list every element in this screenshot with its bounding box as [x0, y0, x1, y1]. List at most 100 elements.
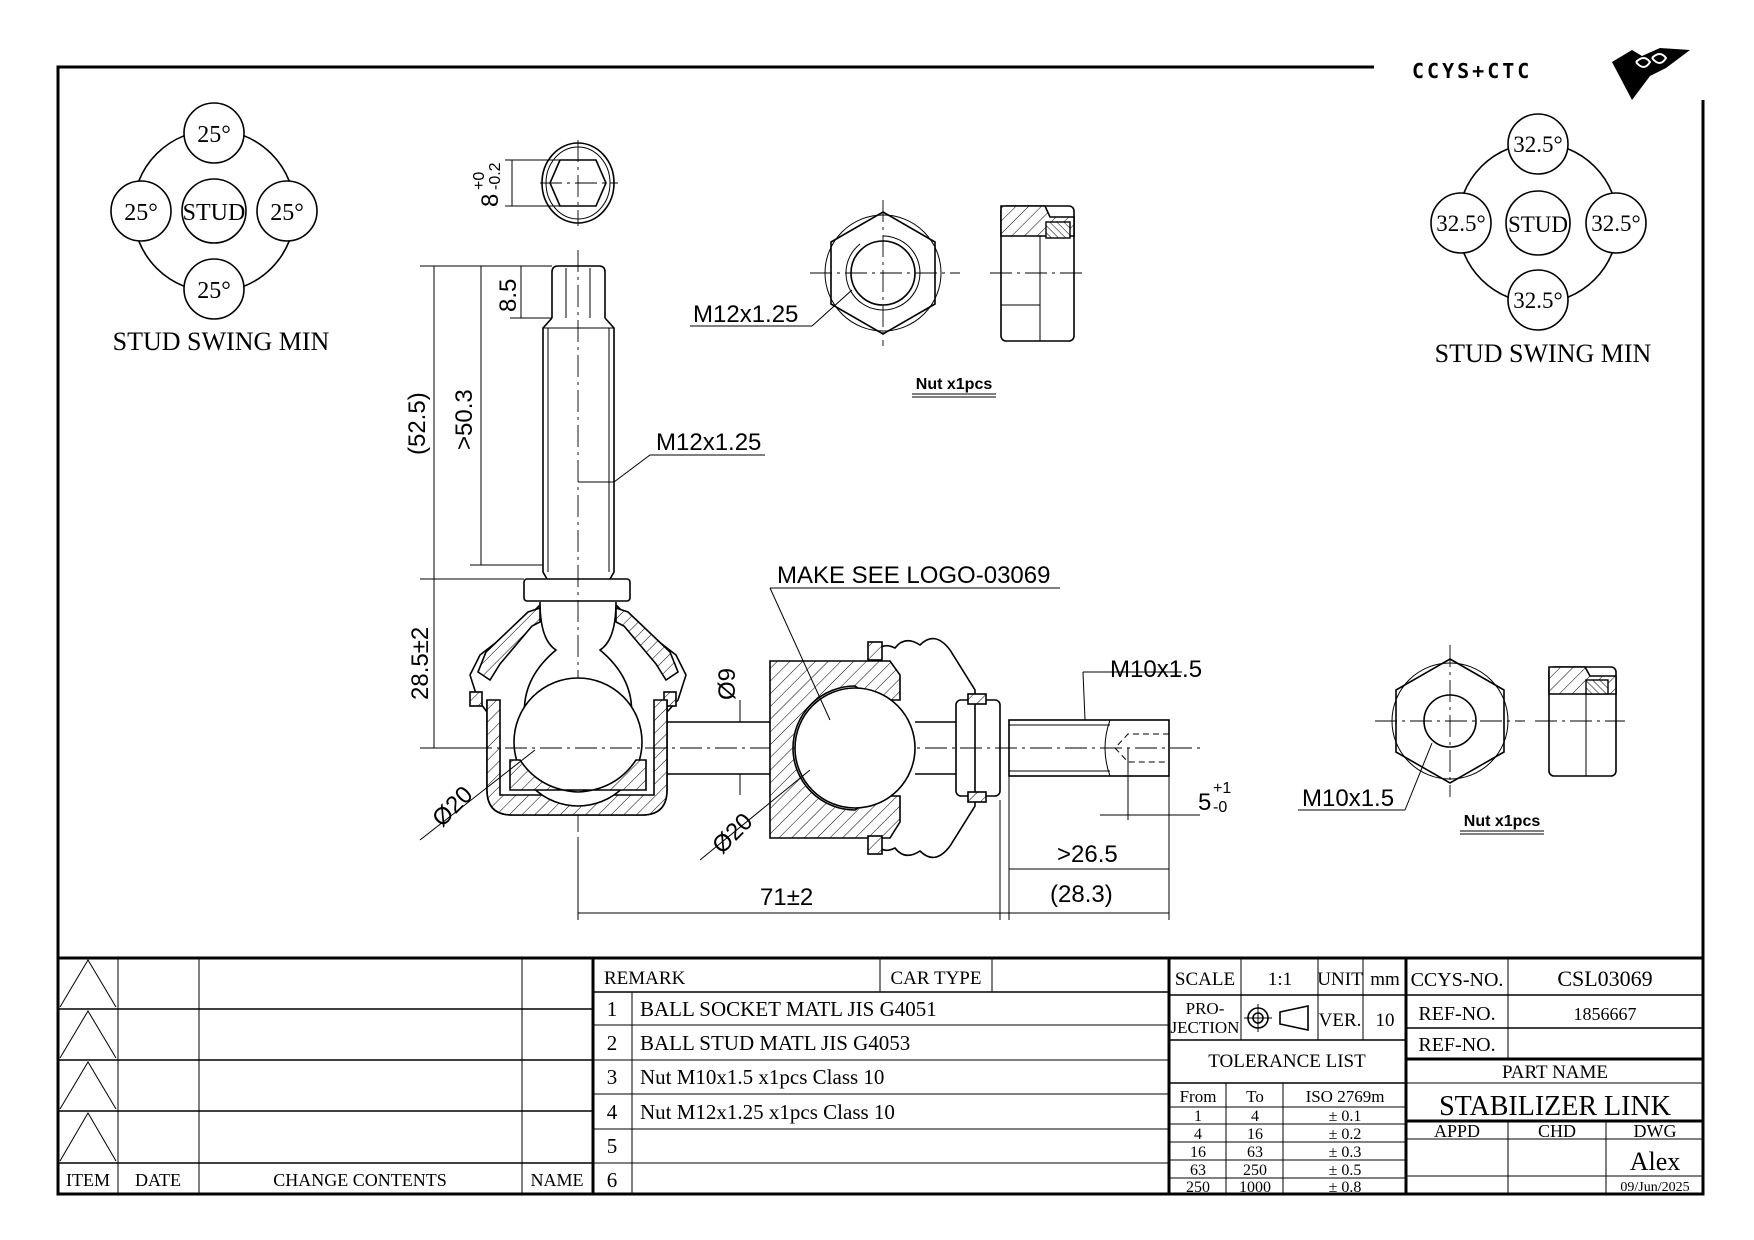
part-name-label: PART NAME	[1502, 1062, 1608, 1083]
dwg-label: DWG	[1634, 1121, 1677, 1141]
center-distance-dim: 71±2	[760, 884, 813, 911]
tolerance-to: 63	[1247, 1144, 1263, 1161]
swing-right-value: 25°	[270, 200, 304, 226]
stud-swing-diagram-left: STUD 25° 25° 25° 25° STUD SWING MIN	[110, 102, 330, 356]
swing-center-label: STUD	[1508, 212, 1568, 237]
company-logo: CCYS+CTC	[1412, 48, 1690, 100]
remark-no: 5	[607, 1134, 618, 1158]
remark-no: 4	[607, 1100, 618, 1124]
stud-swing-diagram-right: STUD 32.5° 32.5° 32.5° 32.5° STUD SWING …	[1430, 113, 1652, 368]
nut-m12-qty-label: Nut x1pcs	[916, 376, 993, 393]
version-value: 10	[1376, 1010, 1395, 1031]
thread-ref-dim: (28.3)	[1050, 881, 1113, 908]
drawn-by: Alex	[1630, 1147, 1681, 1176]
nut-m12-thread-label: M12x1.25	[693, 301, 798, 328]
shaft-thread-label: M10x1.5	[1110, 656, 1202, 683]
tolerance-value: ± 0.3	[1329, 1144, 1362, 1161]
tolerance-to: 16	[1247, 1126, 1263, 1143]
ccys-no-label: CCYS-NO.	[1411, 969, 1504, 991]
rev-header-date: DATE	[135, 1170, 181, 1190]
remark-no: 2	[607, 1031, 618, 1055]
stud-thread-label: M12x1.25	[656, 429, 761, 456]
stud-hex-end-view: 8 +0 -0.2	[471, 140, 618, 226]
remarks-table: REMARK CAR TYPE 1 BALL SOCKET MATL JIS G…	[593, 958, 1169, 1194]
revision-table: ITEM DATE CHANGE CONTENTS NAME	[58, 958, 595, 1194]
drawing-frame	[56, 65, 1705, 1196]
tolerance-to: 4	[1251, 1108, 1259, 1125]
remark-no: 6	[607, 1168, 618, 1192]
swing-center-label: STUD	[183, 200, 246, 226]
hex-length-dim: 8.5	[495, 279, 522, 312]
remark-text: Nut M10x1.5 x1pcs Class 10	[640, 1065, 884, 1089]
tolerance-to: 250	[1243, 1162, 1267, 1179]
tolerance-header-from: From	[1180, 1087, 1217, 1106]
tolerance-value: ± 0.8	[1329, 1179, 1362, 1196]
swing-top-value: 32.5°	[1513, 132, 1562, 157]
revision-triangle-icon	[59, 959, 117, 1162]
remark-no: 3	[607, 1065, 618, 1089]
shaft-dia-dim: Ø9	[714, 668, 741, 700]
remark-no: 1	[607, 997, 618, 1021]
swing-left-value: 32.5°	[1436, 211, 1485, 236]
socket-tol-lower: -0	[1213, 799, 1227, 816]
part-info: CCYS-NO. CSL03069 REF-NO. 1856667 REF-NO…	[1404, 958, 1703, 1195]
rev-header-name: NAME	[531, 1170, 584, 1190]
nut-m10-thread-label: M10x1.5	[1302, 785, 1394, 812]
logo-mark-icon	[1612, 48, 1690, 100]
logo-text: CCYS+CTC	[1412, 59, 1532, 83]
tolerance-list: TOLERANCE LIST From To ISO 2769m 1 4 ± 0…	[1169, 1051, 1406, 1196]
thread-length-dim: >50.3	[451, 389, 478, 450]
ccys-no-value: CSL03069	[1557, 966, 1652, 991]
ball-dia-right-dim: Ø20	[707, 808, 758, 859]
part-name-value: STABILIZER LINK	[1439, 1091, 1671, 1122]
hex-size-dim: 8	[477, 194, 504, 207]
hex-tol-lower: -0.2	[487, 162, 504, 190]
projection-label: JECTION	[1171, 1018, 1240, 1037]
first-angle-projection-icon	[1244, 1004, 1309, 1032]
tolerance-from: 16	[1190, 1144, 1206, 1161]
ref-no-label: REF-NO.	[1418, 1003, 1495, 1025]
socket-tol-upper: +1	[1213, 780, 1231, 797]
tolerance-from: 250	[1186, 1179, 1210, 1196]
socket-depth-dim: 5	[1198, 789, 1211, 816]
ball-height-dim: 28.5±2	[407, 627, 434, 700]
swing-right-value: 32.5°	[1591, 211, 1640, 236]
overall-length-ref-dim: (52.5)	[404, 392, 431, 455]
appd-label: APPD	[1434, 1121, 1480, 1141]
tolerance-header-to: To	[1246, 1087, 1264, 1106]
connecting-rod	[667, 721, 770, 775]
rev-header-item: ITEM	[66, 1170, 110, 1190]
chd-label: CHD	[1538, 1121, 1576, 1141]
ball-dia-left-dim: Ø20	[427, 781, 478, 832]
tolerance-to: 1000	[1239, 1179, 1271, 1196]
tolerance-value: ± 0.2	[1329, 1126, 1362, 1143]
thread-min-dim: >26.5	[1057, 841, 1118, 868]
remark-header: REMARK	[604, 968, 686, 989]
nut-m12: M12x1.25 Nut x1pcs	[690, 200, 1085, 398]
right-ball-joint	[769, 637, 1170, 859]
version-label: VER.	[1319, 1010, 1362, 1031]
swing-label: STUD SWING MIN	[113, 327, 330, 356]
swing-label: STUD SWING MIN	[1435, 339, 1652, 368]
car-type-label: CAR TYPE	[891, 968, 982, 989]
rev-header-change: CHANGE CONTENTS	[273, 1170, 447, 1190]
scale-value: 1:1	[1268, 969, 1292, 990]
tolerance-from: 4	[1194, 1126, 1202, 1143]
tolerance-title: TOLERANCE LIST	[1208, 1051, 1366, 1072]
swing-left-value: 25°	[124, 200, 158, 226]
title-block: ITEM DATE CHANGE CONTENTS NAME REMARK CA…	[58, 956, 1703, 1196]
nut-m10-qty-label: Nut x1pcs	[1464, 813, 1541, 830]
logo-note: MAKE SEE LOGO-03069	[777, 562, 1050, 589]
tolerance-value: ± 0.1	[1329, 1108, 1362, 1125]
swing-bottom-value: 32.5°	[1513, 288, 1562, 313]
tolerance-from: 63	[1190, 1162, 1206, 1179]
remark-text: Nut M12x1.25 x1pcs Class 10	[640, 1100, 895, 1124]
tolerance-from: 1	[1194, 1108, 1202, 1125]
tolerance-header-iso: ISO 2769m	[1306, 1087, 1385, 1106]
unit-value: mm	[1370, 969, 1400, 990]
ref-no-2-label: REF-NO.	[1418, 1034, 1495, 1056]
hex-tol-upper: +0	[471, 172, 488, 190]
tolerance-value: ± 0.5	[1329, 1162, 1362, 1179]
ref-no-value: 1856667	[1574, 1004, 1637, 1024]
